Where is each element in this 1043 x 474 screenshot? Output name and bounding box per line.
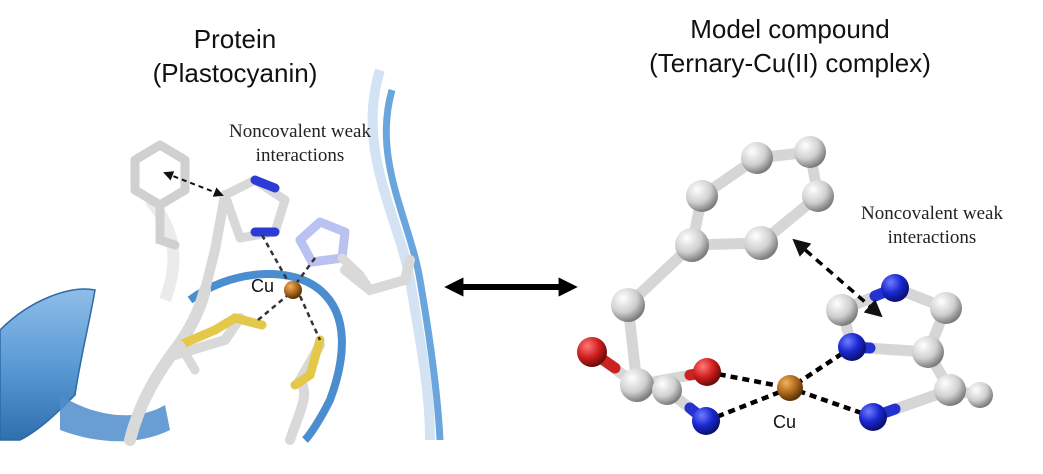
carbon-atom	[802, 180, 834, 212]
protein-title-line2: (Plastocyanin)	[152, 58, 318, 88]
carbon-atom	[652, 375, 682, 405]
carbon-atom	[611, 288, 645, 322]
carbon-atom	[934, 374, 966, 406]
model-annotation: Noncovalent weak interactions	[832, 202, 1032, 250]
methionine-sidechain	[175, 313, 267, 375]
nitrogen-atoms	[692, 274, 909, 435]
nitrogen-atom	[692, 407, 720, 435]
backbone-stick-4	[340, 255, 415, 296]
protein-cu-label: Cu	[251, 276, 275, 296]
nitrogen-atom	[881, 274, 909, 302]
carbon-atom	[741, 142, 773, 174]
carbon-atom	[930, 292, 962, 324]
model-cu-label: Cu	[773, 412, 797, 432]
imidazole-ring-2	[295, 217, 375, 295]
backbone-ribbon-right	[382, 89, 444, 441]
copper-atom-model	[777, 375, 803, 401]
protein-title-line1: Protein	[193, 24, 277, 54]
imidazole-ring-1	[200, 175, 290, 295]
carbon-atom	[967, 382, 993, 408]
oxygen-atoms	[577, 337, 721, 386]
model-annotation-line2: interactions	[887, 227, 977, 248]
nitrogen-atom	[838, 333, 866, 361]
loop-ribbon	[187, 270, 346, 443]
protein-annotation-line1: Noncovalent weak	[229, 121, 371, 142]
carbon-atom	[744, 226, 778, 260]
protein-title: Protein (Plastocyanin)	[120, 22, 350, 90]
carbon-atom	[912, 336, 944, 368]
model-title-line1: Model compound	[690, 14, 890, 44]
weak-interaction-arrow-protein	[163, 171, 224, 197]
carbon-atom	[686, 180, 718, 212]
model-title-line2: (Ternary-Cu(II) complex)	[649, 48, 931, 78]
weak-interaction-arrow-model	[792, 238, 883, 318]
cysteine-sidechain	[290, 335, 325, 390]
carbon-atom	[675, 228, 709, 262]
model-compound-structure	[577, 136, 993, 435]
helix-ribbon	[0, 288, 96, 441]
phenyl-ring-left	[130, 140, 190, 250]
coordination-bonds-protein	[257, 234, 322, 341]
carbon-atom	[620, 368, 654, 402]
oxygen-atom	[693, 358, 721, 386]
oxygen-atom	[577, 337, 607, 367]
protein-annotation-line2: interactions	[255, 145, 345, 166]
backbone-stick-2	[170, 313, 245, 360]
model-annotation-line1: Noncovalent weak	[861, 203, 1003, 224]
protein-structure	[0, 68, 444, 446]
carbon-atom	[826, 294, 858, 326]
nitrogen-atom	[859, 403, 887, 431]
carbon-atom	[794, 136, 826, 168]
copper-atom-protein	[284, 281, 302, 299]
helix-ribbon-back	[60, 395, 170, 442]
protein-annotation: Noncovalent weak interactions	[200, 120, 400, 168]
model-title: Model compound (Ternary-Cu(II) complex)	[610, 12, 970, 80]
